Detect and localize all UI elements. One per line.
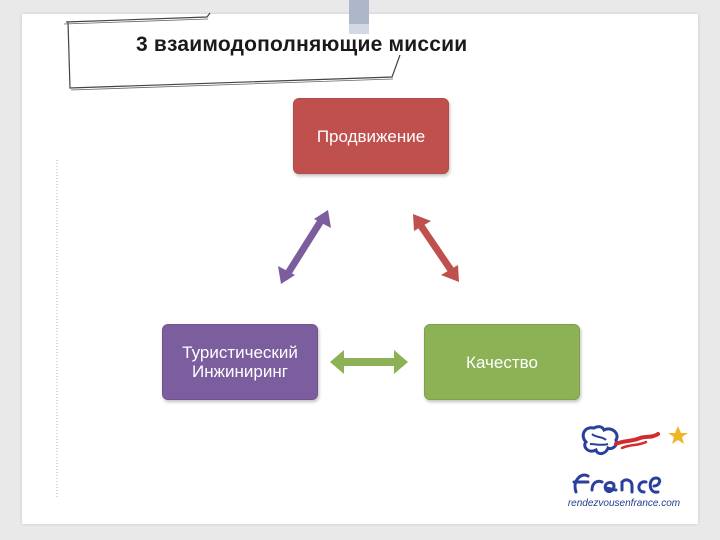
logo-url: rendezvousenfrance.com (567, 498, 681, 509)
box-quality-label: Качество (466, 352, 538, 372)
france-logo (572, 425, 688, 494)
france-wordmark (572, 473, 662, 494)
box-promotion: Продвижение (293, 98, 449, 174)
box-tourism-engineering: Туристический Инжиниринг (162, 324, 318, 400)
box-tourism-engineering-label: Туристический Инжиниринг (182, 343, 298, 381)
marianne-head-icon (581, 425, 619, 456)
slide-title: 3 взаимодополняющие миссии (136, 33, 468, 56)
box-quality: Качество (424, 324, 580, 400)
star-icon (668, 426, 688, 444)
red-swoosh-icon (614, 432, 660, 446)
box-promotion-label: Продвижение (316, 126, 426, 146)
